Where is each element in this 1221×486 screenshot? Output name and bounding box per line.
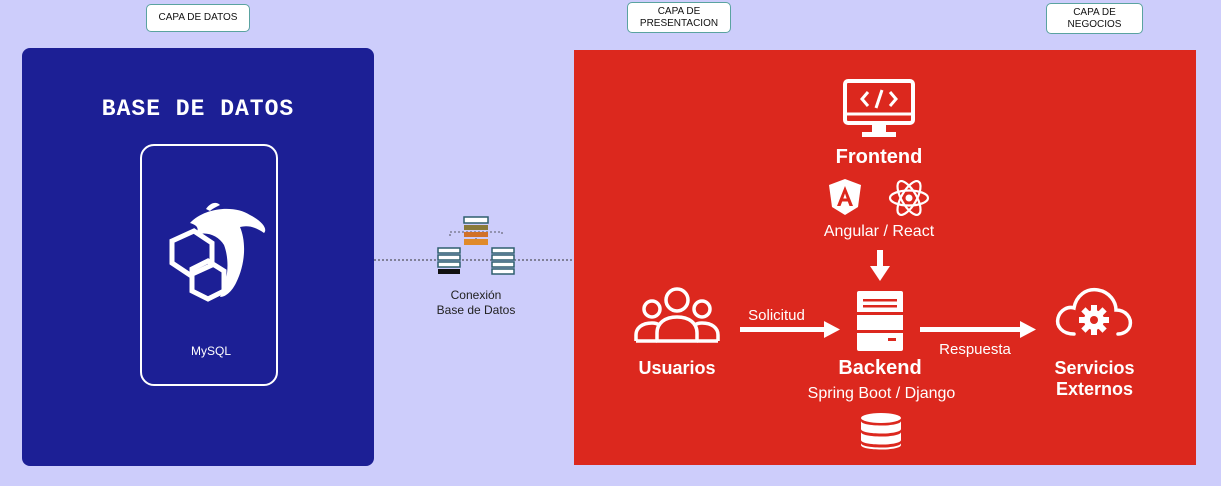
server-icon (857, 291, 903, 351)
database-connection-icon (437, 216, 515, 275)
frontend-title: Frontend (835, 146, 923, 168)
request-label: Solicitud (748, 307, 805, 324)
response-label: Respuesta (939, 341, 1011, 358)
request-arrow (740, 321, 840, 338)
backend-frameworks: Spring Boot / Django (807, 385, 956, 402)
cloud-gear-icon (1055, 287, 1133, 336)
angular-icon (829, 179, 861, 215)
response-arrow (920, 321, 1036, 338)
database-icon (861, 413, 901, 450)
mysql-dolphin-icon (169, 202, 266, 302)
users-label: Usuarios (638, 358, 716, 378)
tag-capa-presentacion: CAPA DE PRESENTACION (627, 2, 731, 33)
database-panel: BASE DE DATOS MySQL (22, 48, 374, 466)
mysql-label: MySQL (190, 344, 231, 358)
down-arrow-icon (870, 250, 890, 281)
backend-title: Backend (838, 357, 922, 379)
frontend-frameworks: Angular / React (823, 223, 935, 240)
tag-capa-negocios: CAPA DE NEGOCIOS (1046, 3, 1143, 34)
users-icon (634, 287, 720, 343)
monitor-code-icon (843, 79, 915, 137)
external-services-label: Servicios Externos (1054, 358, 1135, 399)
connection-label: Conexión Base de Datos (436, 288, 516, 317)
react-icon (888, 180, 930, 216)
mysql-card: MySQL (140, 144, 278, 386)
presentation-panel: Frontend Angular / React Usuarios Solici… (574, 50, 1196, 465)
tag-capa-datos: CAPA DE DATOS (146, 4, 250, 32)
database-title: BASE DE DATOS (101, 96, 295, 122)
connection-line (374, 259, 574, 261)
